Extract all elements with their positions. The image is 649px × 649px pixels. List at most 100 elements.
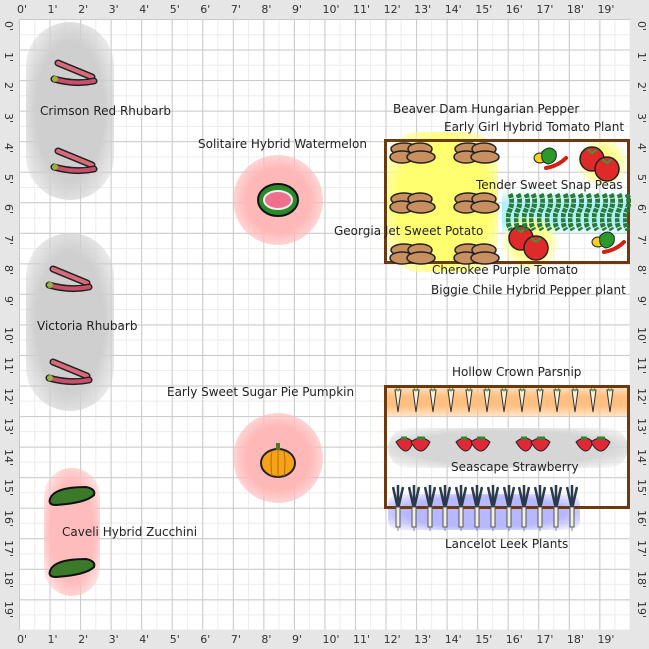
victoria-rhubarb-label[interactable]: Victoria Rhubarb: [37, 319, 138, 333]
victoria-rhubarb-icon[interactable]: [45, 263, 95, 297]
garden-grid[interactable]: [19, 19, 630, 630]
leek-icon[interactable]: [454, 485, 468, 535]
ruler-top-label: 16': [505, 3, 523, 16]
ruler-left-label: 1': [2, 51, 15, 62]
zucchini-icon[interactable]: [46, 555, 98, 583]
watermelon-icon[interactable]: [256, 182, 300, 222]
sweet-potato-icon[interactable]: [452, 190, 500, 218]
strawberry-icon[interactable]: [573, 432, 613, 466]
biggie-chile-label[interactable]: Biggie Chile Hybrid Pepper plant: [431, 283, 626, 297]
snap-pea-icon[interactable]: [544, 192, 554, 236]
leek-icon[interactable]: [423, 485, 436, 535]
parsnip-icon[interactable]: [428, 387, 438, 418]
ruler-top-label: 11': [353, 3, 371, 16]
parsnip-icon[interactable]: [464, 387, 474, 418]
zucchini-label[interactable]: Caveli Hybrid Zucchini: [62, 525, 198, 539]
leek-icon[interactable]: [502, 485, 515, 535]
leek-icon[interactable]: [470, 485, 484, 535]
snap-pea-icon[interactable]: [520, 192, 530, 236]
parsnip-icon[interactable]: [411, 387, 421, 418]
snap-peas-label[interactable]: Tender Sweet Snap Peas: [476, 178, 623, 192]
ruler-left-label: 10': [2, 326, 15, 344]
leek-icon[interactable]: [549, 485, 563, 535]
ruler-top-label: 12': [383, 3, 401, 16]
ruler-top-label: 0': [17, 3, 28, 16]
ruler-right-label: 17': [635, 540, 648, 558]
leek-icon[interactable]: [486, 485, 500, 535]
crimson-rhubarb-label[interactable]: Crimson Red Rhubarb: [40, 104, 172, 118]
crimson-rhubarb-icon[interactable]: [50, 145, 100, 179]
ruler-right-label: 14': [635, 448, 648, 466]
snap-pea-icon[interactable]: [552, 192, 562, 236]
ruler-right-label: 15': [635, 479, 648, 497]
tomato-icon[interactable]: [507, 224, 551, 266]
tomato-icon[interactable]: [578, 145, 622, 187]
leek-icon[interactable]: [565, 485, 579, 535]
snap-pea-icon[interactable]: [583, 192, 593, 236]
strawberry-icon[interactable]: [453, 432, 493, 466]
snap-pea-icon[interactable]: [567, 192, 577, 236]
snap-pea-icon[interactable]: [591, 192, 601, 236]
pumpkin-label[interactable]: Early Sweet Sugar Pie Pumpkin: [167, 385, 355, 399]
leek-icon[interactable]: [391, 485, 405, 535]
zucchini-icon[interactable]: [46, 483, 98, 511]
parsnip-icon[interactable]: [570, 387, 580, 418]
ruler-bottom-label: 4': [139, 633, 150, 646]
pepper-icon[interactable]: [532, 144, 568, 176]
strawberry-icon[interactable]: [513, 432, 553, 466]
snap-pea-icon[interactable]: [622, 192, 632, 236]
snap-pea-icon[interactable]: [528, 192, 538, 236]
sweet-potato-label[interactable]: Georgia Jet Sweet Potato: [334, 224, 484, 238]
parsnip-icon[interactable]: [499, 387, 509, 418]
pumpkin-icon[interactable]: [258, 440, 298, 484]
snap-pea-icon[interactable]: [598, 192, 608, 236]
snap-pea-icon[interactable]: [559, 192, 569, 236]
early-girl-label[interactable]: Early Girl Hybrid Tomato Plant: [444, 120, 625, 134]
ruler-bottom-label: 15': [475, 633, 493, 646]
watermelon-label[interactable]: Solitaire Hybrid Watermelon: [198, 137, 367, 151]
ruler-top-label: 17': [536, 3, 554, 16]
cherokee-label[interactable]: Cherokee Purple Tomato: [432, 263, 578, 277]
crimson-rhubarb-icon[interactable]: [50, 57, 100, 91]
hungarian-pepper-label[interactable]: Beaver Dam Hungarian Pepper: [393, 102, 580, 116]
ruler-left-label: 7': [2, 234, 15, 245]
snap-pea-icon[interactable]: [536, 192, 546, 236]
parsnip-icon[interactable]: [605, 387, 615, 418]
parsnip-icon[interactable]: [588, 387, 598, 418]
victoria-rhubarb-icon[interactable]: [45, 356, 95, 390]
leek-icon[interactable]: [533, 485, 547, 535]
snap-pea-icon[interactable]: [575, 192, 585, 236]
strawberry-icon[interactable]: [393, 432, 433, 466]
snap-pea-icon[interactable]: [606, 192, 616, 236]
ruler-right-label: 0': [635, 21, 648, 32]
ruler-top-label: 6': [200, 3, 211, 16]
ruler-right-label: 13': [635, 418, 648, 436]
pepper-icon[interactable]: [590, 228, 626, 260]
snap-pea-icon[interactable]: [513, 192, 523, 236]
leek-icon[interactable]: [407, 485, 421, 535]
leek-zone[interactable]: [388, 494, 580, 530]
leek-icon[interactable]: [439, 485, 452, 535]
ruler-top-label: 19': [597, 3, 615, 16]
sweet-potato-icon[interactable]: [452, 241, 500, 269]
sweet-potato-icon[interactable]: [388, 140, 436, 168]
parsnip-icon[interactable]: [482, 387, 492, 418]
parsnip-label[interactable]: Hollow Crown Parsnip: [452, 365, 582, 379]
strawberry-label[interactable]: Seascape Strawberry: [451, 460, 579, 474]
parsnip-icon[interactable]: [393, 387, 403, 418]
parsnip-icon[interactable]: [552, 387, 562, 418]
leek-icon[interactable]: [518, 485, 531, 535]
snap-pea-icon[interactable]: [505, 192, 515, 236]
parsnip-icon[interactable]: [446, 387, 456, 418]
parsnip-icon[interactable]: [535, 387, 545, 418]
snap-pea-icon[interactable]: [614, 192, 624, 236]
sweet-potato-icon[interactable]: [388, 190, 436, 218]
sweet-potato-icon[interactable]: [388, 241, 436, 269]
sweet-potato-icon[interactable]: [452, 140, 500, 168]
parsnip-icon[interactable]: [517, 387, 527, 418]
ruler-bottom-label: 2': [78, 633, 89, 646]
leek-label[interactable]: Lancelot Leek Plants: [445, 537, 569, 551]
ruler-bottom-label: 9': [291, 633, 302, 646]
ruler-bottom-label: 12': [383, 633, 401, 646]
